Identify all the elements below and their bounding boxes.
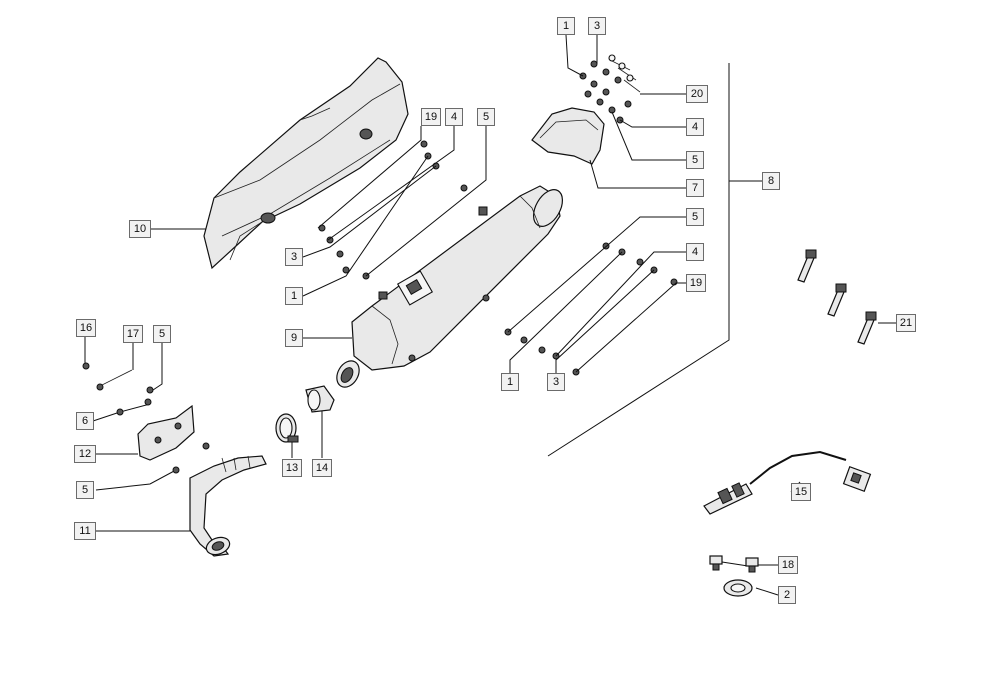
callout-5: 5 <box>76 481 94 499</box>
callout-21: 21 <box>896 314 916 332</box>
heat-shield-part <box>203 57 409 270</box>
callout-3: 3 <box>588 17 606 35</box>
callout-6: 6 <box>76 412 94 430</box>
callout-5: 5 <box>686 208 704 226</box>
callout-4: 4 <box>686 118 704 136</box>
muffler-part <box>336 185 564 388</box>
callout-10: 10 <box>129 220 151 238</box>
callout-14: 14 <box>312 459 332 477</box>
callout-12: 12 <box>74 445 96 463</box>
callout-1: 1 <box>557 17 575 35</box>
callout-11: 11 <box>74 522 96 540</box>
callout-17: 17 <box>123 325 143 343</box>
washer-part <box>723 579 753 597</box>
left-fasteners-part <box>82 362 154 416</box>
sleeve-part <box>305 385 335 413</box>
bolt-cluster-part <box>579 54 641 124</box>
screws-part <box>709 555 759 573</box>
long-bolts-part <box>797 249 877 345</box>
callout-8: 8 <box>762 172 780 190</box>
callout-19: 19 <box>421 108 441 126</box>
callout-20: 20 <box>686 85 708 103</box>
callout-7: 7 <box>686 179 704 197</box>
fasteners-lower-part <box>504 242 678 376</box>
callout-4: 4 <box>445 108 463 126</box>
callout-4: 4 <box>686 243 704 261</box>
exhaust-pipe-part <box>172 442 267 557</box>
callout-15: 15 <box>791 483 811 501</box>
callout-5: 5 <box>477 108 495 126</box>
callout-5: 5 <box>153 325 171 343</box>
clamp-part <box>275 413 299 443</box>
callout-13: 13 <box>282 459 302 477</box>
callout-1: 1 <box>285 287 303 305</box>
callout-2: 2 <box>778 586 796 604</box>
callout-9: 9 <box>285 329 303 347</box>
callout-3: 3 <box>547 373 565 391</box>
callout-3: 3 <box>285 248 303 266</box>
end-cap-part <box>531 107 605 165</box>
bracket-shield-part <box>137 404 195 461</box>
callout-16: 16 <box>76 319 96 337</box>
callout-1: 1 <box>501 373 519 391</box>
callout-5: 5 <box>686 151 704 169</box>
callout-19: 19 <box>686 274 706 292</box>
callout-18: 18 <box>778 556 798 574</box>
lambda-sensor-part <box>703 450 872 515</box>
